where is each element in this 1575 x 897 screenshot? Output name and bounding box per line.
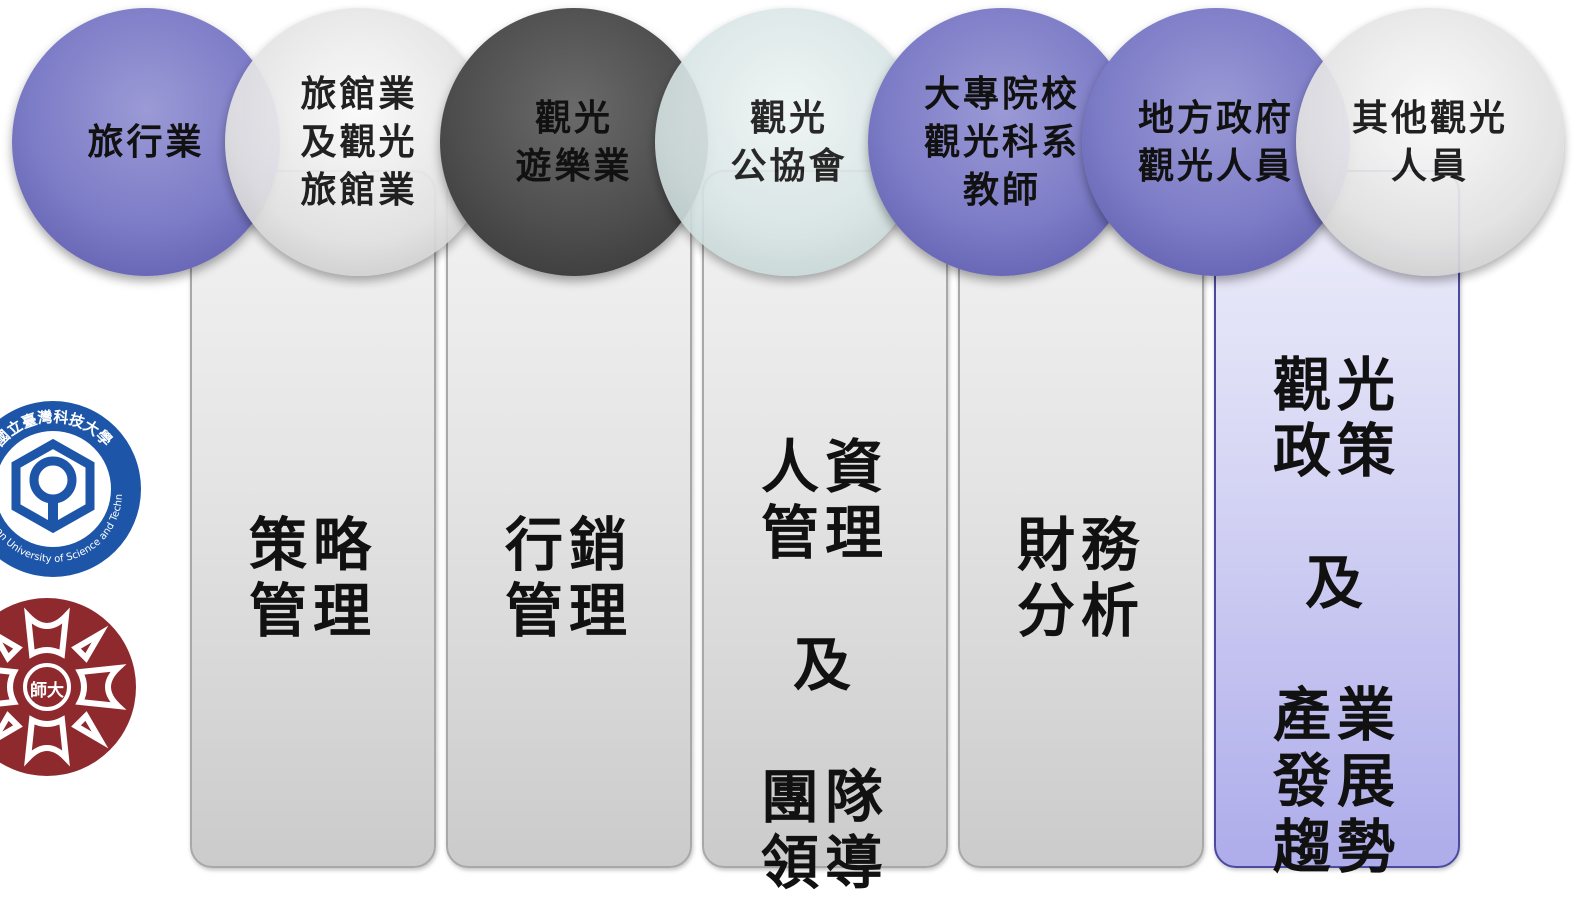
circle-other-tourism-staff: 其他觀光 人員 bbox=[1296, 8, 1564, 276]
column-marketing-management: 行銷 管理 bbox=[446, 170, 692, 868]
ntnu-logo-icon: 師大 bbox=[0, 598, 136, 776]
circle-university-faculty: 大專院校 觀光科系 教師 bbox=[868, 8, 1136, 276]
column-strategic-management: 策略 管理 bbox=[190, 170, 436, 868]
column-label: 策略 管理 bbox=[248, 511, 377, 645]
circle-label: 其他觀光 人員 bbox=[1351, 97, 1508, 187]
circle-label: 地方政府 觀光人員 bbox=[1137, 97, 1294, 187]
column-label: 行銷 管理 bbox=[504, 511, 633, 645]
column-tourism-policy-industry-trends: 觀光 政策 及 產業 發展 趨勢 bbox=[1214, 170, 1460, 880]
ntust-logo: 國立臺灣科技大學 National Taiwan University of S… bbox=[0, 390, 144, 580]
circle-label: 大專院校 觀光科系 教師 bbox=[923, 73, 1080, 211]
circle-label: 旅行業 bbox=[87, 121, 205, 163]
column-label: 財務 分析 bbox=[1016, 511, 1145, 645]
column-label: 人資 管理 及 團隊 領導 bbox=[760, 433, 889, 897]
ntust-logo-icon: 國立臺灣科技大學 National Taiwan University of S… bbox=[0, 390, 141, 577]
circle-label: 旅館業 及觀光 旅館業 bbox=[300, 73, 418, 211]
column-financial-analysis: 財務 分析 bbox=[958, 170, 1204, 868]
ntnu-logo: 師大 bbox=[0, 596, 138, 778]
column-label: 觀光 政策 及 產業 發展 趨勢 bbox=[1272, 351, 1401, 881]
circle-label: 觀光 公協會 bbox=[730, 97, 848, 187]
circle-label: 觀光 遊樂業 bbox=[515, 97, 633, 187]
ntnu-logo-text: 師大 bbox=[30, 680, 64, 701]
